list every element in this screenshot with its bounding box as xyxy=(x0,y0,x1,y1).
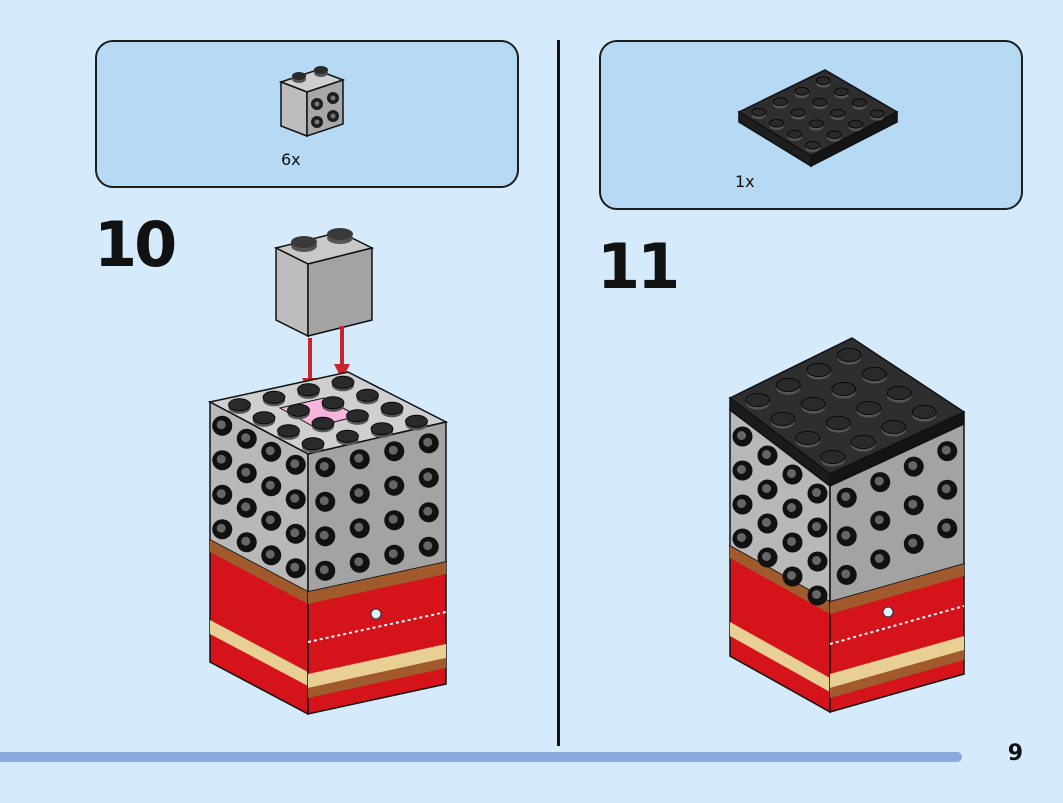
parts-callout-step-11: 1x xyxy=(599,40,1023,210)
page-number: 9 xyxy=(1007,741,1023,766)
step-11-build-illustration xyxy=(728,337,966,714)
parts-callout-step-10: 6x xyxy=(95,40,519,188)
step-number: 11 xyxy=(597,230,680,303)
part-quantity: 1x xyxy=(735,172,755,191)
gray-brick-2x2-icon xyxy=(278,66,346,138)
falling-brick-icon xyxy=(273,228,375,338)
step-10-build-illustration xyxy=(207,228,449,716)
black-plate-4x4-icon xyxy=(737,69,899,168)
progress-bar xyxy=(0,752,962,762)
step-number: 10 xyxy=(94,208,177,281)
brickheadz-body-with-plate xyxy=(728,337,966,714)
part-quantity: 6x xyxy=(281,150,301,169)
step-divider xyxy=(557,40,560,746)
brickheadz-body xyxy=(207,371,449,716)
